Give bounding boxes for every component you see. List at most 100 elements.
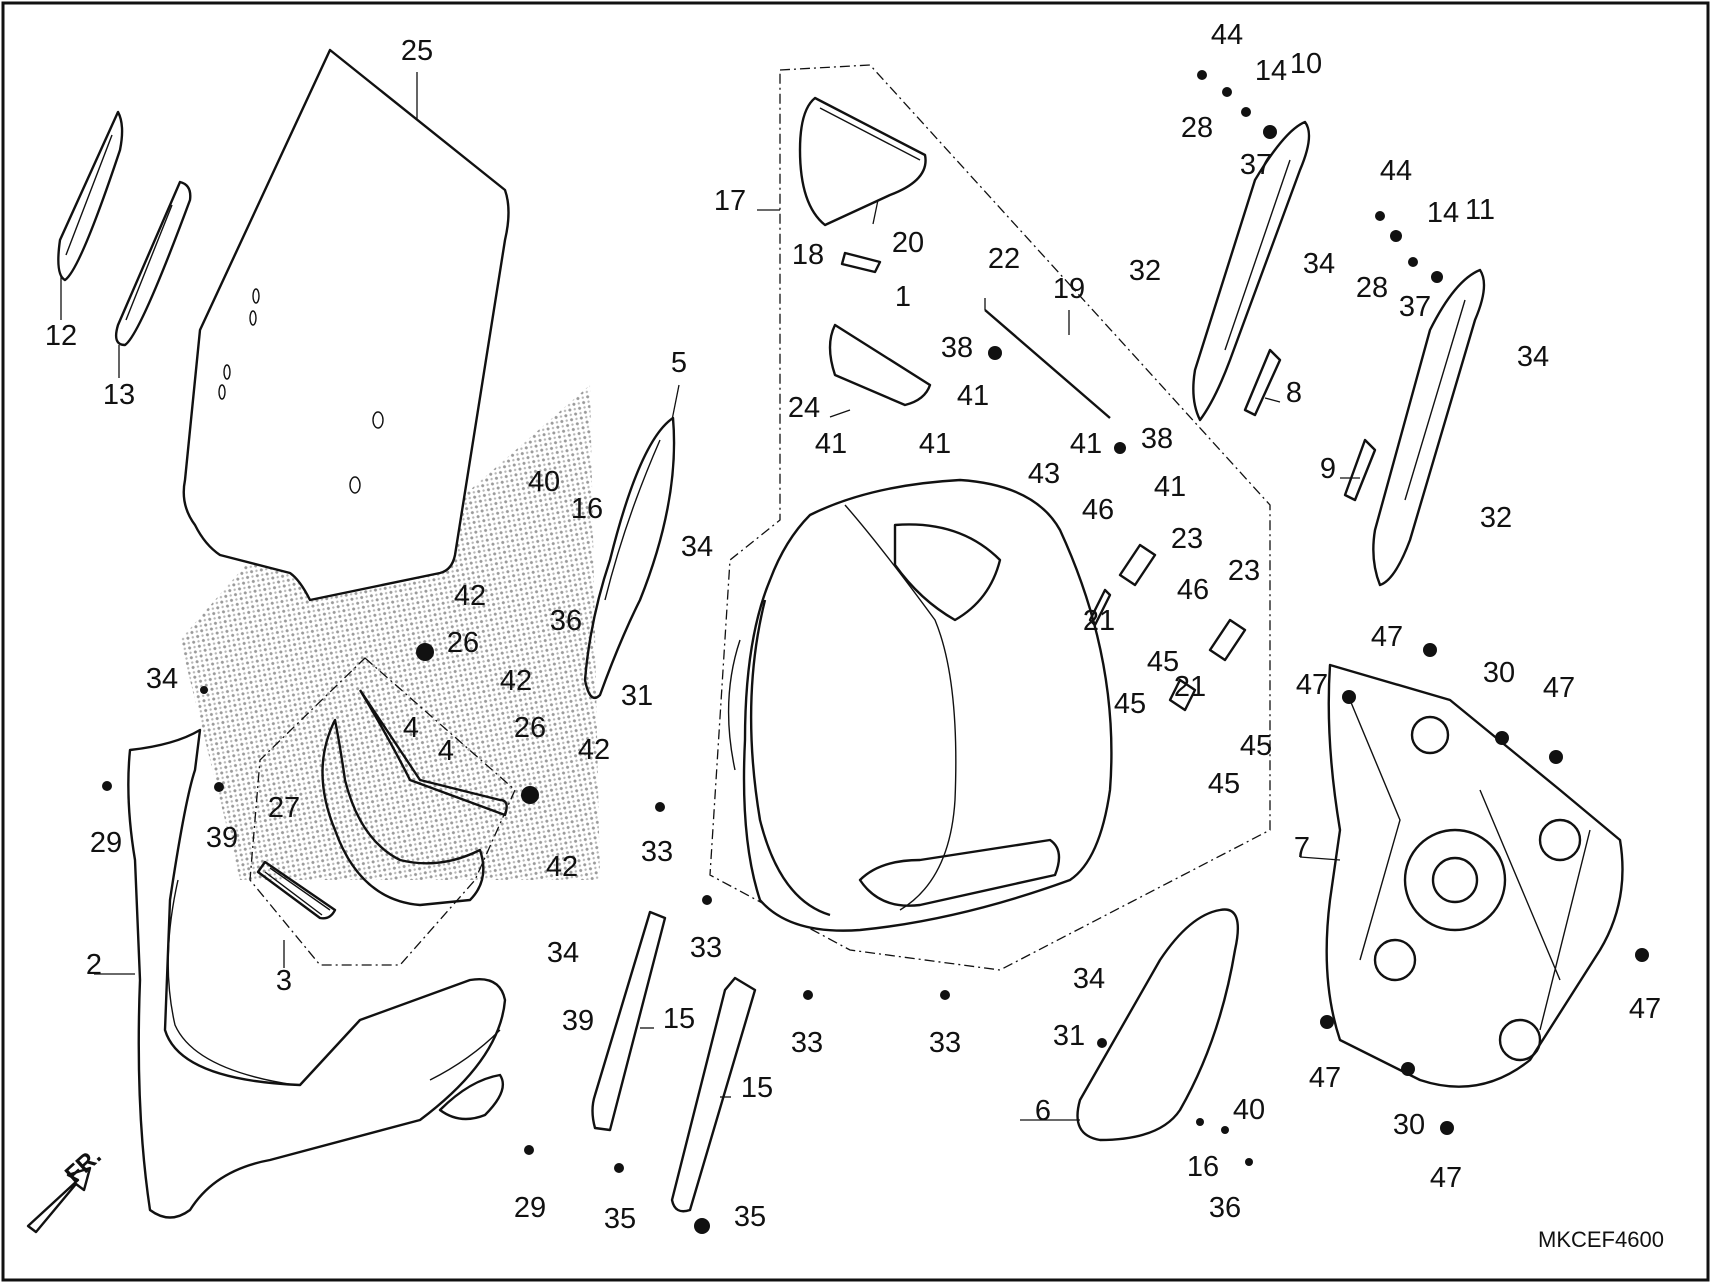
callout-37: 37 bbox=[1240, 149, 1272, 181]
front-direction-arrow: FR. bbox=[26, 1143, 107, 1234]
callout-34: 34 bbox=[1517, 341, 1549, 373]
callout-18: 18 bbox=[792, 239, 824, 271]
callout-47: 47 bbox=[1309, 1062, 1341, 1094]
side-cover-5-inner bbox=[604, 439, 661, 601]
frame-motor-core bbox=[1431, 856, 1479, 904]
callout-47: 47 bbox=[1371, 621, 1403, 653]
side-panel-11-inner bbox=[1404, 299, 1466, 501]
inner-panel-part-4b bbox=[358, 689, 508, 817]
front-cowl-group bbox=[127, 728, 507, 1219]
callout-3: 3 bbox=[276, 965, 292, 997]
callout-28: 28 bbox=[1356, 272, 1388, 304]
frame-hub bbox=[1538, 818, 1582, 862]
callout-24: 24 bbox=[788, 392, 820, 424]
callout-46: 46 bbox=[1177, 574, 1209, 606]
callout-44: 44 bbox=[1380, 155, 1412, 187]
callout-32: 32 bbox=[1480, 502, 1512, 534]
callout-42: 42 bbox=[500, 665, 532, 697]
callout-35: 35 bbox=[604, 1203, 636, 1235]
callout-21: 21 bbox=[1174, 671, 1206, 703]
callout-33: 33 bbox=[929, 1027, 961, 1059]
diagram-code: MKCEF4600 bbox=[1538, 1227, 1664, 1252]
callout-41: 41 bbox=[815, 428, 847, 460]
callout-12: 12 bbox=[45, 320, 77, 352]
callout-26: 26 bbox=[447, 627, 479, 659]
side-panel-11 bbox=[1372, 268, 1486, 587]
frame-hub bbox=[1410, 715, 1450, 755]
callout-34: 34 bbox=[1303, 248, 1335, 280]
mount-18 bbox=[840, 251, 882, 274]
callout-19: 19 bbox=[1053, 273, 1085, 305]
callout-44: 44 bbox=[1211, 19, 1243, 51]
callout-4: 4 bbox=[438, 735, 454, 767]
screen-hole bbox=[249, 310, 257, 326]
callout-33: 33 bbox=[641, 836, 673, 868]
callout-39: 39 bbox=[562, 1005, 594, 1037]
side-cover-5 bbox=[583, 416, 676, 700]
spring-23a bbox=[1118, 543, 1157, 587]
callout-27: 27 bbox=[268, 792, 300, 824]
side-panel-10-inner bbox=[1224, 159, 1291, 351]
front-cowl-duct bbox=[438, 1073, 505, 1121]
side-cover-6 bbox=[1076, 908, 1240, 1142]
upper-cowl-boundary bbox=[709, 64, 1271, 971]
callout-34: 34 bbox=[681, 531, 713, 563]
screen-hole bbox=[223, 364, 231, 380]
callout-35: 35 bbox=[734, 1201, 766, 1233]
callout-31: 31 bbox=[621, 680, 653, 712]
meter-visor-20-top bbox=[819, 107, 921, 161]
callout-2: 2 bbox=[86, 949, 102, 981]
inner-panel-boundary bbox=[249, 657, 516, 966]
callout-13: 13 bbox=[103, 379, 135, 411]
callout-25: 25 bbox=[401, 35, 433, 67]
callout-5: 5 bbox=[671, 347, 687, 379]
callout-31: 31 bbox=[1053, 1020, 1085, 1052]
callout-16: 16 bbox=[1187, 1151, 1219, 1183]
callout-38: 38 bbox=[1141, 423, 1173, 455]
callout-8: 8 bbox=[1286, 377, 1302, 409]
screen-hole bbox=[372, 411, 384, 429]
callout-38: 38 bbox=[941, 332, 973, 364]
frame-hub bbox=[1373, 938, 1417, 982]
callout-33: 33 bbox=[690, 932, 722, 964]
screen-hatch-area bbox=[180, 385, 600, 880]
meter-panel-24 bbox=[828, 323, 932, 407]
callout-34: 34 bbox=[547, 937, 579, 969]
trim-strip-13-inner bbox=[125, 204, 173, 321]
callout-37: 37 bbox=[1399, 291, 1431, 323]
callout-36: 36 bbox=[1209, 1192, 1241, 1224]
rod-22 bbox=[984, 309, 1111, 419]
callout-32: 32 bbox=[1129, 255, 1161, 287]
callout-46: 46 bbox=[1082, 494, 1114, 526]
frame-motor bbox=[1403, 828, 1507, 932]
callout-41: 41 bbox=[919, 428, 951, 460]
callout-45: 45 bbox=[1147, 646, 1179, 678]
frame-rail bbox=[1349, 699, 1591, 1031]
callout-16: 16 bbox=[571, 493, 603, 525]
callout-34: 34 bbox=[146, 663, 178, 695]
callout-4: 4 bbox=[403, 712, 419, 744]
callout-42: 42 bbox=[578, 734, 610, 766]
cowl-strip-15b bbox=[670, 976, 757, 1213]
callout-47: 47 bbox=[1629, 993, 1661, 1025]
clip-8 bbox=[1243, 348, 1282, 417]
spring-23b bbox=[1208, 618, 1247, 662]
callout-23: 23 bbox=[1228, 555, 1260, 587]
upper-cowl-group bbox=[727, 478, 1113, 932]
side-panel-10 bbox=[1192, 120, 1311, 422]
callout-7: 7 bbox=[1294, 832, 1310, 864]
callout-15: 15 bbox=[663, 1003, 695, 1035]
trim-strip-12-inner bbox=[65, 134, 113, 256]
upper-cowl-rim bbox=[749, 599, 831, 917]
callout-6: 6 bbox=[1035, 1095, 1051, 1127]
callout-34: 34 bbox=[1073, 963, 1105, 995]
front-cowl-edge bbox=[167, 879, 296, 1086]
callout-21: 21 bbox=[1083, 605, 1115, 637]
screen-hole bbox=[218, 384, 226, 400]
callout-33: 33 bbox=[791, 1027, 823, 1059]
callout-11: 11 bbox=[1465, 194, 1495, 226]
direction-label: FR. bbox=[60, 1143, 107, 1189]
